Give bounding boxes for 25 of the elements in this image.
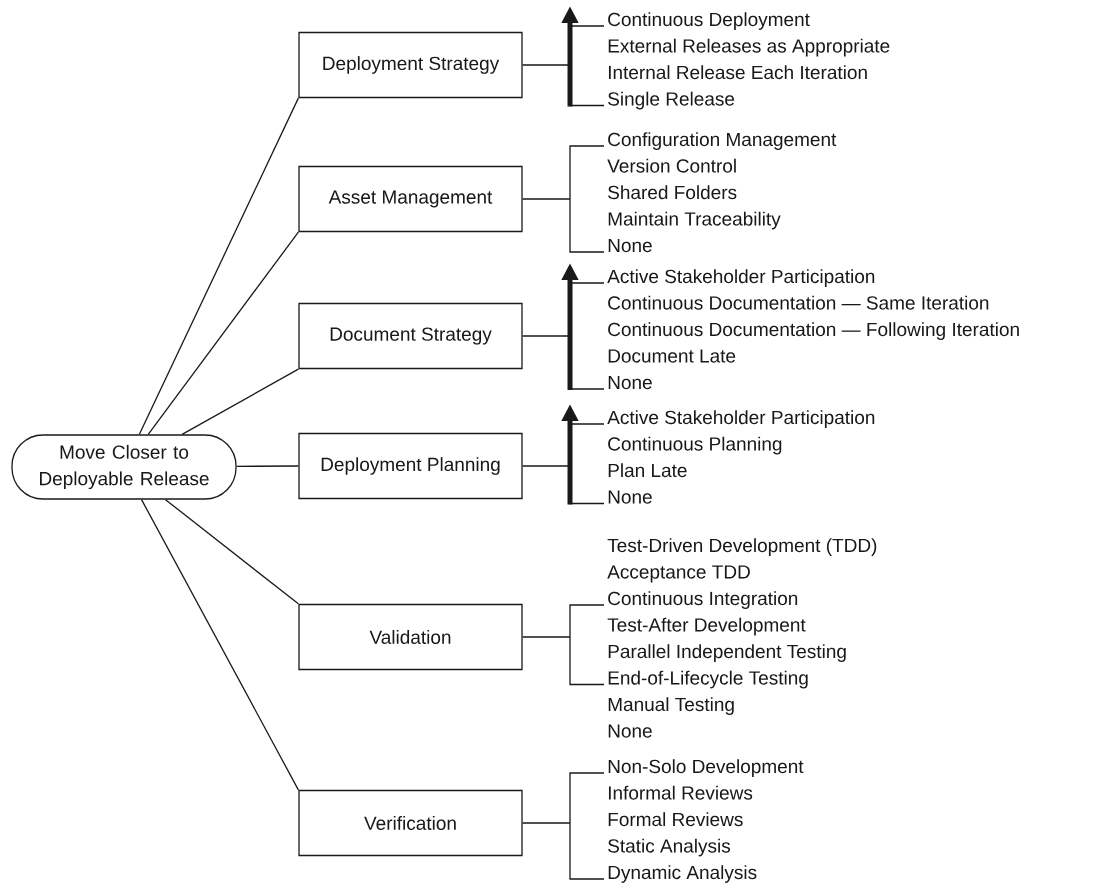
category-box: Validation: [298, 603, 523, 671]
option-list: Active Stakeholder Participation Continuous Documentation — Same Iteration Continuous Documentation — Following Iteration Document Late None: [607, 269, 1019, 390]
option-list: Configuration Management Version Control Shared Folders Maintain Traceability None: [607, 132, 837, 253]
bracket-connector: [522, 25, 605, 107]
category-box: Asset Management: [298, 165, 523, 233]
category-box: Deployment Strategy: [298, 31, 523, 99]
category-box: Deployment Planning: [298, 432, 523, 500]
connector-line: [138, 97, 299, 435]
bracket-connector: [522, 772, 605, 880]
category-box: Document Strategy: [298, 302, 523, 370]
option-list: Test-Driven Development (TDD) Acceptance TDD Continuous Integration Test-After Development Parallel Independent Testing End-of-Lifecycle Testing Manual Testing None: [607, 538, 877, 738]
connector-line: [236, 465, 299, 467]
rounded-box: Move Closer to Deployable Release: [11, 434, 237, 500]
bracket-connector: [522, 282, 605, 390]
bracket-connector: [522, 604, 605, 686]
bracket-connector: [522, 423, 605, 505]
connector-line: [147, 231, 299, 435]
connector-line: [140, 499, 299, 791]
connector-line: [164, 499, 299, 605]
category-box: Verification: [298, 789, 523, 857]
connector-line: [181, 368, 299, 435]
bracket-connector: [522, 145, 605, 253]
option-list: Active Stakeholder Participation Continuous Planning Plan Late None: [607, 410, 875, 504]
option-list: Continuous Deployment External Releases as Appropriate Internal Release Each Iteration Single Release: [608, 12, 890, 110]
option-list: Non-Solo Development Informal Reviews Formal Reviews Static Analysis Dynamic Analysis: [608, 759, 804, 883]
